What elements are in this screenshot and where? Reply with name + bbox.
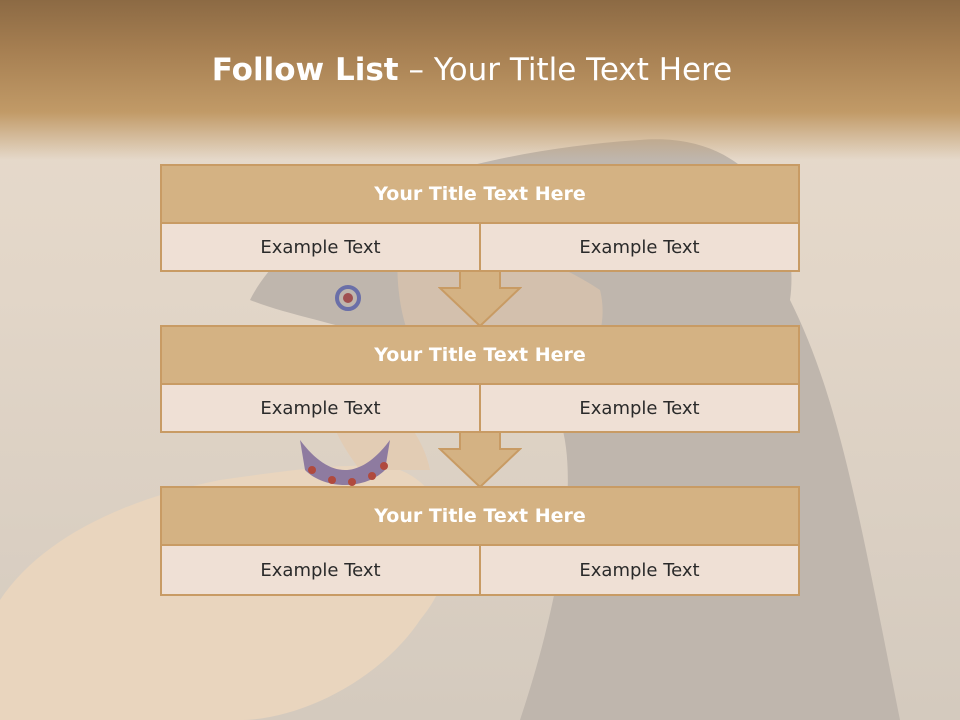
down-arrow-icon [438,270,522,328]
step-row: Example Text Example Text [162,546,798,594]
step-left-text: Example Text [162,546,479,594]
step-box-3: Your Title Text Here Example Text Exampl… [160,486,800,596]
title-bar [0,0,960,160]
slide-title-rest: – Your Title Text Here [398,52,733,88]
step-right-text: Example Text [479,546,798,594]
down-arrow-icon [438,431,522,489]
step-box-1: Your Title Text Here Example Text Exampl… [160,164,800,272]
step-left-text: Example Text [162,224,479,270]
step-left-text: Example Text [162,385,479,431]
slide-title-bold: Follow List [211,52,399,88]
step-title: Your Title Text Here [162,488,798,546]
step-title: Your Title Text Here [162,166,798,224]
step-row: Example Text Example Text [162,385,798,431]
step-title: Your Title Text Here [162,327,798,385]
step-right-text: Example Text [479,385,798,431]
step-right-text: Example Text [479,224,798,270]
slide-title: Follow List – Your Title Text Here [0,52,944,88]
step-row: Example Text Example Text [162,224,798,270]
step-box-2: Your Title Text Here Example Text Exampl… [160,325,800,433]
